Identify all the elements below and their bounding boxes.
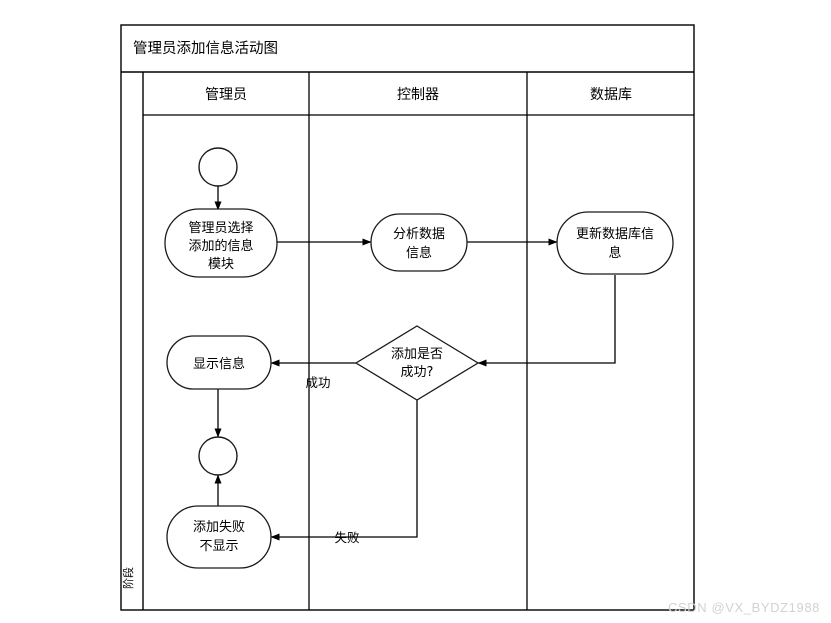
activity-add-failed-label-1: 添加失败	[193, 520, 245, 535]
swimlanes: 管理员 控制器 数据库	[205, 72, 632, 610]
edge-updatedb-to-decision	[477, 275, 616, 367]
watermark-label: CSDN @VX_BYDZ1988	[668, 600, 820, 615]
decision-add-success-shape[interactable]	[354, 325, 480, 401]
phase-label: 阶段	[121, 567, 135, 589]
node-activity-add-failed[interactable]: 添加失败 不显示	[166, 505, 272, 569]
activity-update-db-label-1: 更新数据库信	[576, 226, 654, 242]
node-activity-update-db[interactable]: 更新数据库信 息	[556, 211, 674, 275]
lane-header-admin: 管理员	[205, 87, 247, 103]
lane-header-controller: 控制器	[397, 87, 439, 103]
activity-update-db-label-2: 息	[608, 245, 621, 261]
diagram-frame	[120, 24, 695, 611]
frame-outer-border	[120, 24, 695, 611]
lane-header-database: 数据库	[590, 87, 632, 103]
edge-label-success: 成功	[305, 375, 330, 390]
edge-label-failure: 失败	[334, 530, 360, 545]
node-activity-analyze-data[interactable]: 分析数据 信息	[370, 213, 468, 272]
activity-show-info-shape[interactable]	[166, 335, 272, 390]
decision-add-success-label-2: 成功?	[401, 365, 434, 380]
end-circle-icon[interactable]	[198, 436, 238, 476]
node-end[interactable]	[198, 436, 238, 476]
activity-select-module-label-3: 模块	[208, 257, 234, 272]
edge-decision-to-addfailed	[270, 400, 418, 541]
node-activity-select-module[interactable]: 管理员选择 添加的信息 模块	[164, 208, 278, 278]
activity-update-db-shape[interactable]	[556, 211, 674, 275]
start-circle-icon[interactable]	[198, 147, 238, 187]
activity-add-failed-label-2: 不显示	[199, 539, 238, 554]
activity-add-failed-shape[interactable]	[166, 505, 272, 569]
diagram-title: 管理员添加信息活动图	[133, 40, 278, 57]
activity-select-module-shape[interactable]	[164, 208, 278, 278]
activity-analyze-data-shape[interactable]	[370, 213, 468, 272]
node-start[interactable]	[198, 147, 238, 187]
activity-show-info-label: 显示信息	[193, 356, 245, 372]
node-decision-add-success[interactable]: 添加是否 成功?	[354, 325, 480, 401]
decision-add-success-label-1: 添加是否	[391, 347, 443, 362]
activity-analyze-data-label-1: 分析数据	[393, 227, 445, 242]
edge-labels: 成功 失败	[305, 375, 360, 545]
activity-select-module-label-1: 管理员选择	[188, 221, 253, 236]
activity-analyze-data-label-2: 信息	[406, 245, 432, 261]
node-activity-show-info[interactable]: 显示信息	[166, 335, 272, 390]
diagram-edges	[214, 186, 616, 541]
activity-select-module-label-2: 添加的信息	[188, 238, 253, 254]
